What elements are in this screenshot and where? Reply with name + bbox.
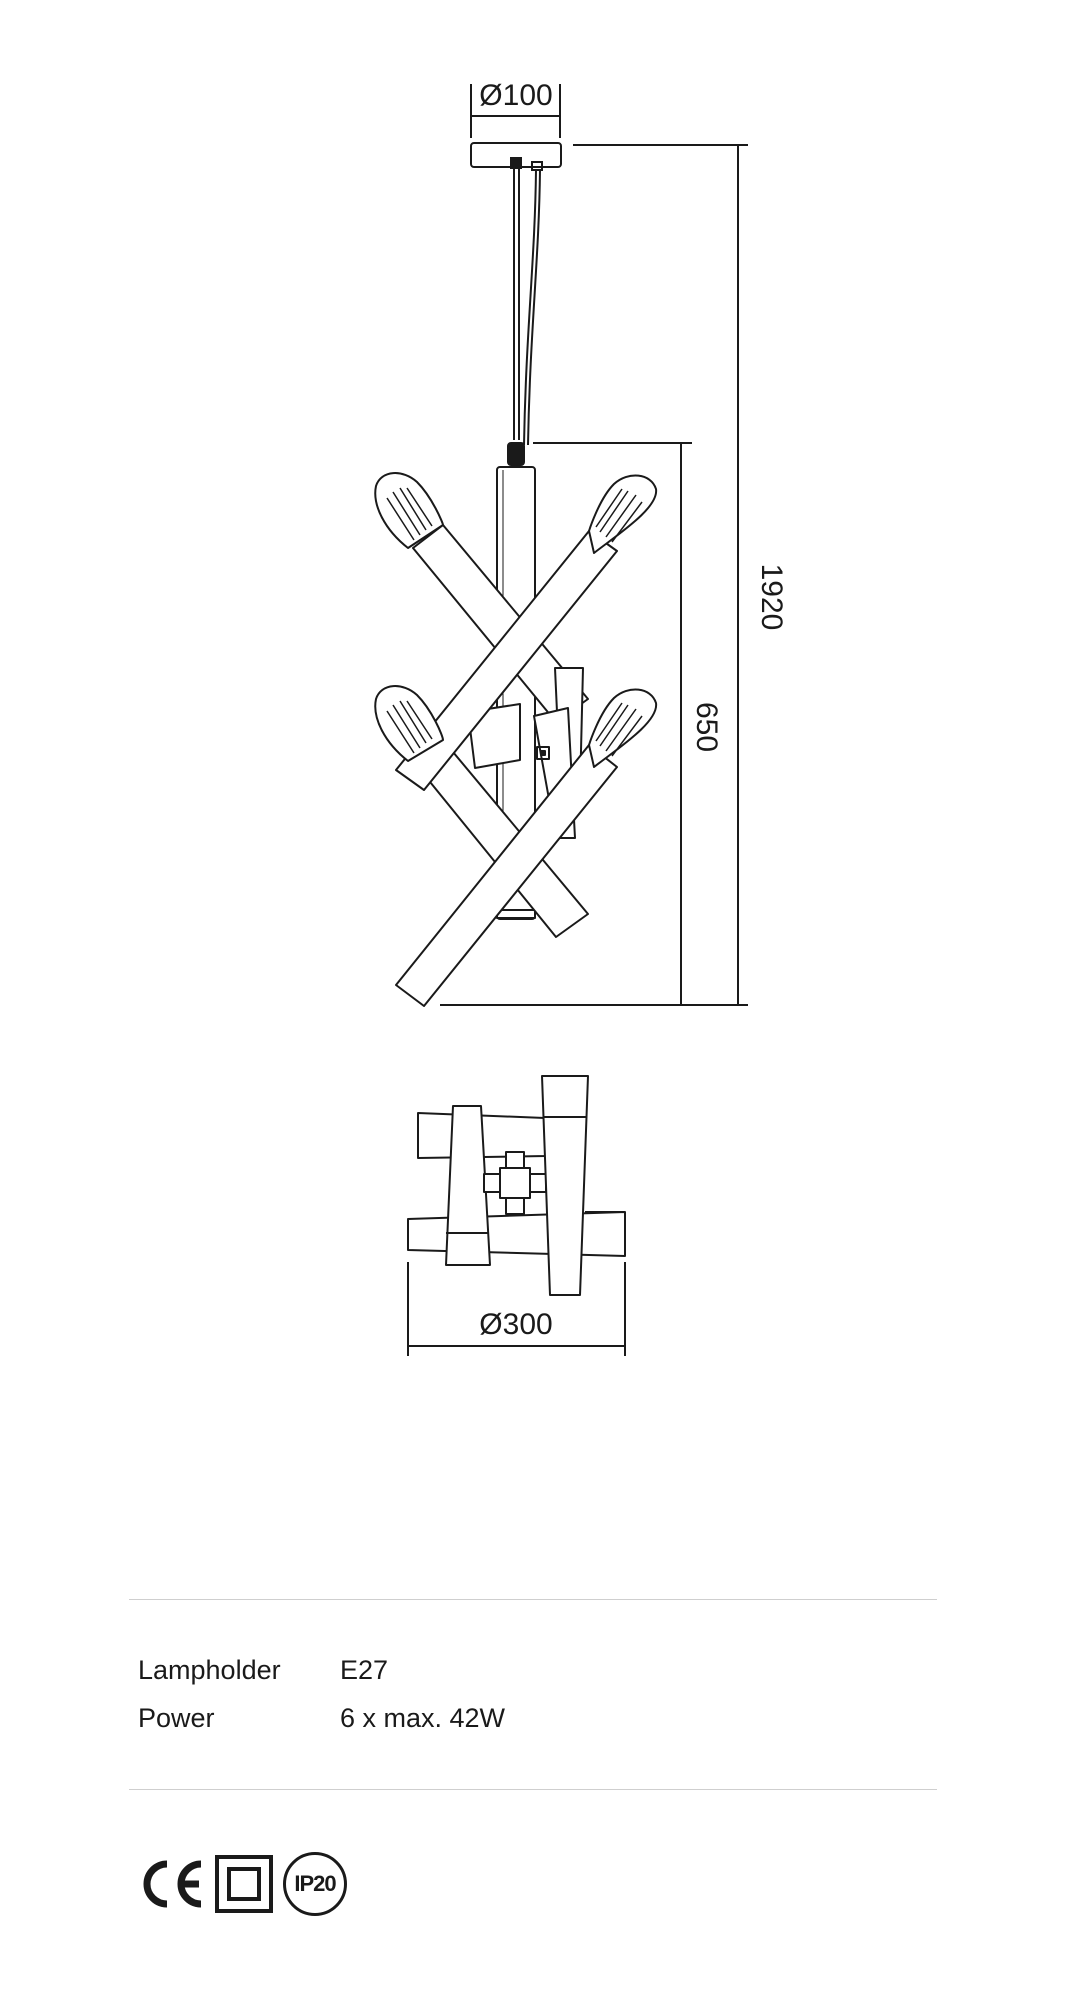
divider-bottom (129, 1789, 937, 1790)
fixture-top-view (407, 1075, 626, 1296)
double-square-icon (215, 1855, 273, 1913)
spec-row-lampholder: Lampholder E27 (138, 1655, 388, 1686)
bulb (588, 688, 658, 768)
ceiling-canopy (470, 142, 562, 171)
total-height-dimension (440, 144, 748, 1006)
spec-value: E27 (340, 1655, 389, 1685)
body-diameter-dimension (407, 1262, 626, 1356)
suspension-cable (507, 168, 541, 466)
body-diameter-label: Ø300 (479, 1308, 552, 1341)
body-height-dimension (533, 442, 692, 1005)
ce-mark-icon (143, 1860, 202, 1908)
spec-value: 6 x max. 42W (340, 1703, 506, 1733)
technical-drawing: Ø100 1920 650 (374, 79, 788, 1356)
fixture-side-view (374, 466, 658, 1007)
certification-marks: IP20 (137, 1852, 347, 1916)
spec-label: Lampholder (138, 1655, 281, 1685)
bulb (374, 685, 444, 762)
canopy-diameter-label: Ø100 (479, 79, 552, 112)
divider-top (129, 1599, 937, 1600)
spec-label: Power (138, 1703, 215, 1733)
total-height-label: 1920 (755, 564, 788, 631)
bulb (588, 474, 658, 554)
body-height-label: 650 (690, 702, 723, 752)
canopy-diameter-dimension (470, 84, 561, 138)
spec-row-power: Power 6 x max. 42W (138, 1703, 505, 1734)
ip-rating-badge: IP20 (283, 1852, 347, 1916)
bulb (374, 472, 444, 549)
